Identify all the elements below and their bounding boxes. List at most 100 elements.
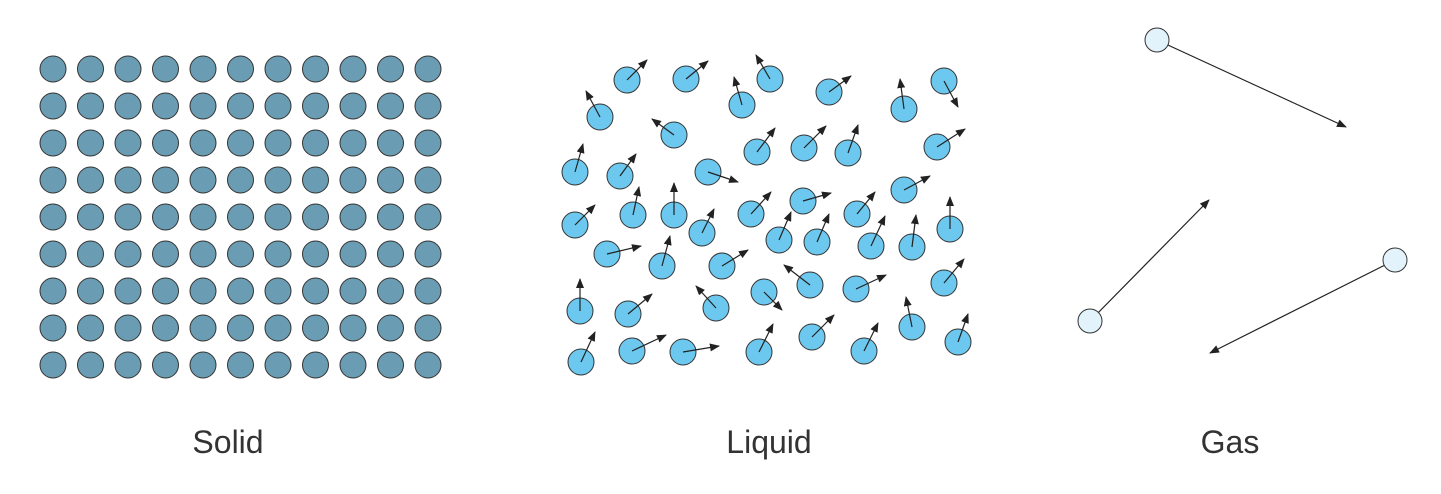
solid-particle <box>114 277 142 305</box>
solid-particle <box>152 351 179 379</box>
velocity-arrow <box>802 191 832 202</box>
velocity-arrow <box>661 235 672 267</box>
velocity-arrow <box>1156 39 1347 128</box>
solid-particle <box>264 129 292 157</box>
velocity-arrow <box>574 143 585 173</box>
velocity-arrow <box>828 75 852 93</box>
solid-particle <box>302 203 329 231</box>
velocity-arrow <box>870 215 886 247</box>
velocity-arrow <box>778 211 792 241</box>
solid-particle <box>377 55 404 83</box>
solid-particle <box>39 277 67 305</box>
solid-particle <box>377 203 404 231</box>
velocity-arrow <box>763 291 783 311</box>
solid-particle <box>77 129 104 157</box>
solid-particle <box>227 55 254 83</box>
velocity-arrow <box>685 60 709 80</box>
solid-particle <box>377 314 404 342</box>
solid-particle <box>339 55 367 83</box>
velocity-arrow <box>811 314 835 338</box>
solid-particle <box>77 240 104 268</box>
solid-particle <box>414 277 442 305</box>
liquid-label: Liquid <box>726 424 812 460</box>
solid-particle <box>227 166 254 194</box>
solid-particle <box>39 203 67 231</box>
solid-particle <box>189 129 217 157</box>
solid-particle <box>414 240 442 268</box>
solid-particle <box>302 351 329 379</box>
solid-particle <box>114 314 142 342</box>
solid-particle <box>377 277 404 305</box>
solid-particle <box>39 351 67 379</box>
solid-particle <box>227 92 254 120</box>
solid-particle <box>77 166 104 194</box>
solid-particle <box>264 240 292 268</box>
velocity-arrow <box>732 76 743 106</box>
solid-particle <box>114 166 142 194</box>
solid-particle <box>414 55 442 83</box>
solid-particle <box>77 92 104 120</box>
solid-particle <box>189 203 217 231</box>
velocity-arrow <box>755 54 771 80</box>
velocity-arrow <box>910 214 919 248</box>
solid-particle <box>77 203 104 231</box>
gas-particle <box>1144 27 1170 53</box>
solid-particle <box>227 240 254 268</box>
solid-particle <box>152 203 179 231</box>
solid-particle <box>414 203 442 231</box>
solid-particle <box>114 203 142 231</box>
velocity-arrow <box>856 191 876 215</box>
velocity-arrow <box>627 293 653 315</box>
solid-particle <box>414 314 442 342</box>
solid-particle <box>377 92 404 120</box>
velocity-arrow <box>721 249 749 267</box>
velocity-arrow <box>750 191 772 215</box>
velocity-arrow <box>619 153 637 177</box>
velocity-arrow <box>847 124 859 154</box>
velocity-arrow <box>936 128 966 148</box>
solid-particle <box>152 240 179 268</box>
solid-particle <box>339 351 367 379</box>
solid-particle <box>302 166 329 194</box>
velocity-arrow <box>701 208 715 234</box>
solid-particle <box>77 55 104 83</box>
solid-particle <box>339 314 367 342</box>
velocity-arrow <box>756 127 776 153</box>
velocity-arrow <box>682 343 720 353</box>
solid-particle <box>377 166 404 194</box>
solid-particle <box>377 129 404 157</box>
solid-particle <box>189 92 217 120</box>
solid-particle <box>339 203 367 231</box>
solid-particle <box>264 351 292 379</box>
velocity-arrow <box>574 204 596 226</box>
solid-particle <box>77 314 104 342</box>
solid-particle <box>39 166 67 194</box>
velocity-arrow <box>803 125 827 149</box>
velocity-arrow <box>606 244 642 255</box>
solid-particle <box>339 166 367 194</box>
solid-particle <box>189 55 217 83</box>
solid-particle <box>339 92 367 120</box>
velocity-arrow <box>695 285 717 309</box>
solid-particle <box>414 129 442 157</box>
solid-particle <box>302 277 329 305</box>
solid-particle <box>189 166 217 194</box>
solid-particle <box>77 277 104 305</box>
gas-panel <box>1077 27 1408 354</box>
solid-particle <box>302 240 329 268</box>
velocity-arrow <box>1089 199 1210 322</box>
solid-particle <box>39 240 67 268</box>
solid-particle <box>264 314 292 342</box>
velocity-arrow <box>631 334 667 352</box>
solid-particle <box>302 92 329 120</box>
velocity-arrow <box>863 322 879 352</box>
solid-label: Solid <box>192 424 264 460</box>
solid-particle <box>339 240 367 268</box>
solid-particle <box>414 166 442 194</box>
solid-particle <box>414 351 442 379</box>
solid-particle <box>152 166 179 194</box>
velocity-arrow <box>816 213 830 243</box>
solid-particle <box>339 129 367 157</box>
solid-panel <box>39 55 442 379</box>
